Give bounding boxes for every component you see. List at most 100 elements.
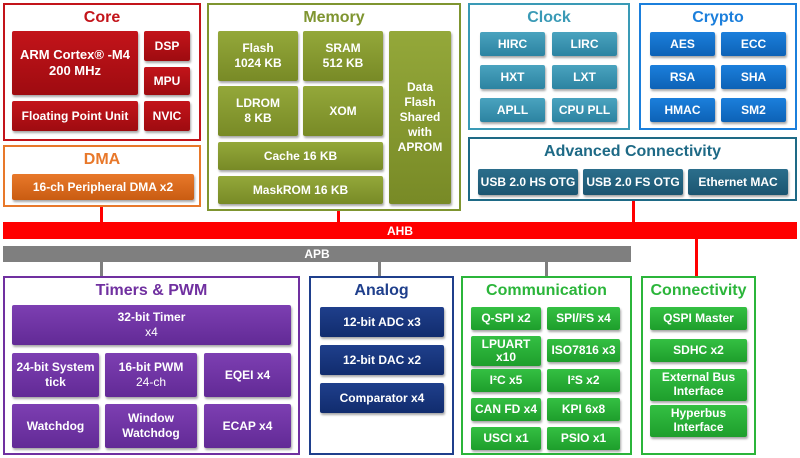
dma-title: DMA bbox=[83, 151, 121, 168]
kpi-block: KPI 6x8 bbox=[547, 398, 620, 421]
core-ahb-connector bbox=[100, 196, 103, 222]
crypto-rsa: RSA bbox=[650, 65, 715, 89]
ebi-block: External Bus Interface bbox=[650, 369, 747, 401]
dataflash-line: Flash bbox=[404, 95, 436, 109]
ebi-line1: External Bus bbox=[661, 370, 736, 385]
i2c-block: I²C x5 bbox=[471, 369, 541, 392]
hyperbus-line1: Hyperbus bbox=[670, 406, 727, 421]
sram-label: SRAM bbox=[325, 41, 361, 55]
i2s-block: I²S x2 bbox=[547, 369, 620, 392]
dataflash-line: APROM bbox=[397, 140, 443, 154]
watchdog-block: Watchdog bbox=[12, 404, 99, 448]
flash-block: Flash 1024 KB bbox=[218, 31, 298, 81]
dma-panel: DMA 16-ch Peripheral DMA x2 bbox=[3, 145, 201, 207]
ahb-bus: AHB bbox=[3, 222, 797, 239]
adc-block: 12-bit ADC x3 bbox=[320, 307, 444, 337]
crypto-hmac: HMAC bbox=[650, 98, 715, 122]
clock-apll: APLL bbox=[480, 98, 545, 122]
ethernet-mac: Ethernet MAC bbox=[688, 169, 788, 195]
ecap-block: ECAP x4 bbox=[204, 404, 291, 448]
dataflash-line: Data bbox=[406, 80, 433, 94]
sram-block: SRAM 512 KB bbox=[303, 31, 383, 81]
systick-line2: tick bbox=[45, 375, 66, 389]
crypto-ecc: ECC bbox=[721, 32, 786, 56]
comm-apb-connector bbox=[545, 260, 548, 276]
ldrom-label: LDROM bbox=[236, 96, 280, 110]
comm-title: Communication bbox=[486, 282, 607, 299]
crypto-sm2: SM2 bbox=[721, 98, 786, 122]
nvic-block: NVIC bbox=[144, 101, 190, 131]
flash-label: Flash bbox=[242, 41, 274, 55]
hyperbus-block: Hyperbus Interface bbox=[650, 405, 747, 437]
comm-panel: Communication Q-SPI x2 SPI/I²S x4 LPUART… bbox=[461, 276, 632, 455]
wwdt-line2: Watchdog bbox=[122, 426, 180, 440]
pwm-label: 16-bit PWM bbox=[118, 360, 184, 374]
comparator-block: Comparator x4 bbox=[320, 383, 444, 413]
clock-lirc: LIRC bbox=[552, 32, 617, 56]
iso7816-block: ISO7816 x3 bbox=[547, 339, 620, 362]
sram-size: 512 KB bbox=[322, 56, 364, 70]
adv-title: Advanced Connectivity bbox=[544, 143, 721, 160]
ldrom-block: LDROM 8 KB bbox=[218, 86, 298, 136]
usb-hs-otg: USB 2.0 HS OTG bbox=[478, 169, 578, 195]
lpuart-block: LPUART x10 bbox=[471, 336, 541, 366]
cpu-block: ARM Cortex® -M4 200 MHz bbox=[12, 31, 138, 95]
analog-title: Analog bbox=[354, 282, 409, 299]
psio-block: PSIO x1 bbox=[547, 427, 620, 450]
xom-block: XOM bbox=[303, 86, 383, 136]
connectivity-panel: Connectivity QSPI Master SDHC x2 Externa… bbox=[641, 276, 756, 455]
memory-title: Memory bbox=[303, 9, 365, 26]
fpu-block: Floating Point Unit bbox=[12, 101, 138, 131]
memory-panel: Memory Flash 1024 KB SRAM 512 KB LDROM 8… bbox=[207, 3, 461, 211]
qspi-block: Q-SPI x2 bbox=[471, 307, 541, 330]
spi-i2s-block: SPI/I²S x4 bbox=[547, 307, 620, 330]
adv-ahb-connector bbox=[632, 201, 635, 223]
connectivity-title: Connectivity bbox=[650, 282, 747, 299]
apb-bus: APB bbox=[3, 246, 631, 262]
cpu-freq: 200 MHz bbox=[48, 63, 102, 78]
dataflash-line: with bbox=[408, 125, 432, 139]
pwm-block: 16-bit PWM 24-ch bbox=[105, 353, 197, 397]
dac-block: 12-bit DAC x2 bbox=[320, 345, 444, 375]
systick-block: 24-bit System tick bbox=[12, 353, 99, 397]
cpu-name: ARM Cortex® -M4 bbox=[20, 46, 130, 62]
clock-lxt: LXT bbox=[552, 65, 617, 89]
crypto-aes: AES bbox=[650, 32, 715, 56]
clock-hirc: HIRC bbox=[480, 32, 545, 56]
pwm-channels: 24-ch bbox=[135, 375, 167, 389]
maskrom-block: MaskROM 16 KB bbox=[218, 176, 383, 204]
hyperbus-line2: Interface bbox=[673, 420, 724, 434]
qspi-master-block: QSPI Master bbox=[650, 307, 747, 330]
crypto-title: Crypto bbox=[692, 9, 744, 26]
lpuart-count: x10 bbox=[495, 350, 517, 364]
usb-fs-otg: USB 2.0 FS OTG bbox=[583, 169, 683, 195]
clock-panel: Clock HIRC LIRC HXT LXT APLL CPU PLL bbox=[468, 3, 630, 130]
timer32-count: x4 bbox=[145, 325, 158, 339]
adv-panel: Advanced Connectivity USB 2.0 HS OTG USB… bbox=[468, 137, 797, 201]
systick-line1: 24-bit System bbox=[16, 360, 95, 374]
analog-apb-connector bbox=[378, 260, 381, 276]
dataflash-block: Data Flash Shared with APROM bbox=[389, 31, 451, 204]
crypto-sha: SHA bbox=[721, 65, 786, 89]
dma-block: 16-ch Peripheral DMA x2 bbox=[12, 174, 194, 200]
wwdt-line1: Window bbox=[128, 411, 174, 425]
core-panel: Core ARM Cortex® -M4 200 MHz Floating Po… bbox=[3, 3, 201, 141]
flash-size: 1024 KB bbox=[234, 56, 282, 70]
dataflash-line: Shared bbox=[399, 110, 441, 124]
crypto-panel: Crypto AES ECC RSA SHA HMAC SM2 bbox=[639, 3, 797, 130]
timer32-label: 32-bit Timer bbox=[117, 310, 186, 324]
timers-panel: Timers & PWM 32-bit Timer x4 24-bit Syst… bbox=[3, 276, 300, 455]
memory-ahb-connector bbox=[337, 211, 340, 223]
analog-panel: Analog 12-bit ADC x3 12-bit DAC x2 Compa… bbox=[309, 276, 454, 455]
sdhc-block: SDHC x2 bbox=[650, 339, 747, 362]
lpuart-label: LPUART bbox=[481, 336, 531, 351]
clock-cpupll: CPU PLL bbox=[552, 98, 617, 122]
timers-title: Timers & PWM bbox=[95, 282, 208, 299]
core-title: Core bbox=[83, 9, 121, 26]
ldrom-size: 8 KB bbox=[244, 111, 272, 125]
conn-ahb-connector bbox=[695, 238, 698, 276]
timers-apb-connector bbox=[100, 260, 103, 276]
ebi-line2: Interface bbox=[673, 384, 724, 398]
usci-block: USCI x1 bbox=[471, 427, 541, 450]
canfd-block: CAN FD x4 bbox=[471, 398, 541, 421]
